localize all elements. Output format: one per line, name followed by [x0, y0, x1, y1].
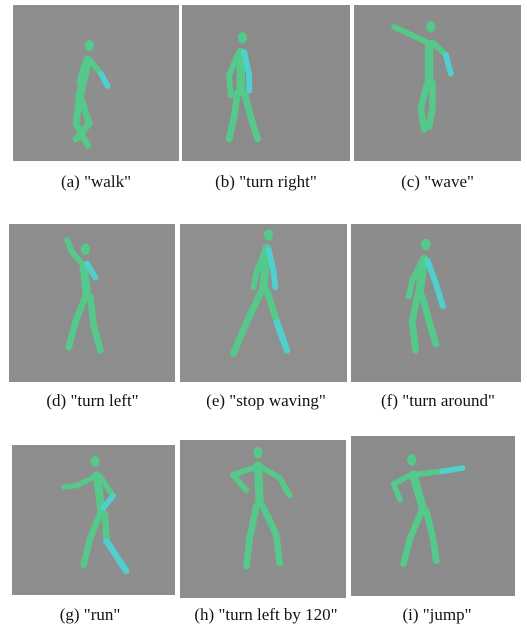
stop-waving-figure-illustration — [180, 224, 347, 382]
caption-g-text: "run" — [83, 605, 121, 624]
caption-h-text: "turn left by 120" — [218, 605, 338, 624]
panel-c-image — [354, 5, 521, 161]
panel-i-image — [351, 436, 515, 596]
caption-f-letter: (f) — [381, 391, 398, 410]
panel-g-image — [12, 445, 175, 595]
caption-g-letter: (g) — [59, 605, 80, 624]
panel-e-image — [180, 224, 347, 382]
turn-around-figure-illustration — [351, 224, 521, 382]
caption-b-letter: (b) — [215, 172, 235, 191]
caption-e: (e) "stop waving" — [175, 391, 357, 411]
panel-a-image — [13, 5, 179, 161]
caption-e-letter: (e) — [206, 391, 226, 410]
caption-b-text: "turn right" — [239, 172, 317, 191]
caption-i-text: "jump" — [422, 605, 472, 624]
caption-c-text: "wave" — [424, 172, 474, 191]
caption-i: (i) "jump" — [372, 605, 502, 625]
caption-c-letter: (c) — [401, 172, 420, 191]
caption-d-letter: (d) — [46, 391, 67, 410]
turn-left-by-120-figure-illustration — [180, 440, 346, 598]
caption-h-letter: (h) — [194, 605, 215, 624]
caption-a-text: "walk" — [84, 172, 132, 191]
caption-c: (c) "wave" — [354, 172, 521, 192]
caption-b: (b) "turn right" — [182, 172, 350, 192]
caption-e-text: "stop waving" — [229, 391, 326, 410]
run-figure-illustration — [12, 445, 175, 595]
panel-h-image — [180, 440, 346, 598]
wave-figure-illustration — [354, 5, 521, 161]
caption-f-text: "turn around" — [402, 391, 495, 410]
caption-d: (d) "turn left" — [0, 391, 185, 411]
panel-d-image — [9, 224, 175, 382]
caption-a-letter: (a) — [60, 172, 80, 191]
caption-f: (f) "turn around" — [349, 391, 527, 411]
caption-i-letter: (i) — [402, 605, 419, 624]
caption-h: (h) "turn left by 120" — [160, 605, 372, 625]
jump-figure-illustration — [351, 436, 515, 596]
caption-d-text: "turn left" — [70, 391, 139, 410]
turn-right-figure-illustration — [182, 5, 350, 161]
caption-a: (a) "walk" — [13, 172, 179, 192]
turn-left-figure-illustration — [9, 224, 175, 382]
walk-figure-illustration — [13, 5, 179, 161]
panel-f-image — [351, 224, 521, 382]
panel-b-image — [182, 5, 350, 161]
caption-g: (g) "run" — [20, 605, 160, 625]
